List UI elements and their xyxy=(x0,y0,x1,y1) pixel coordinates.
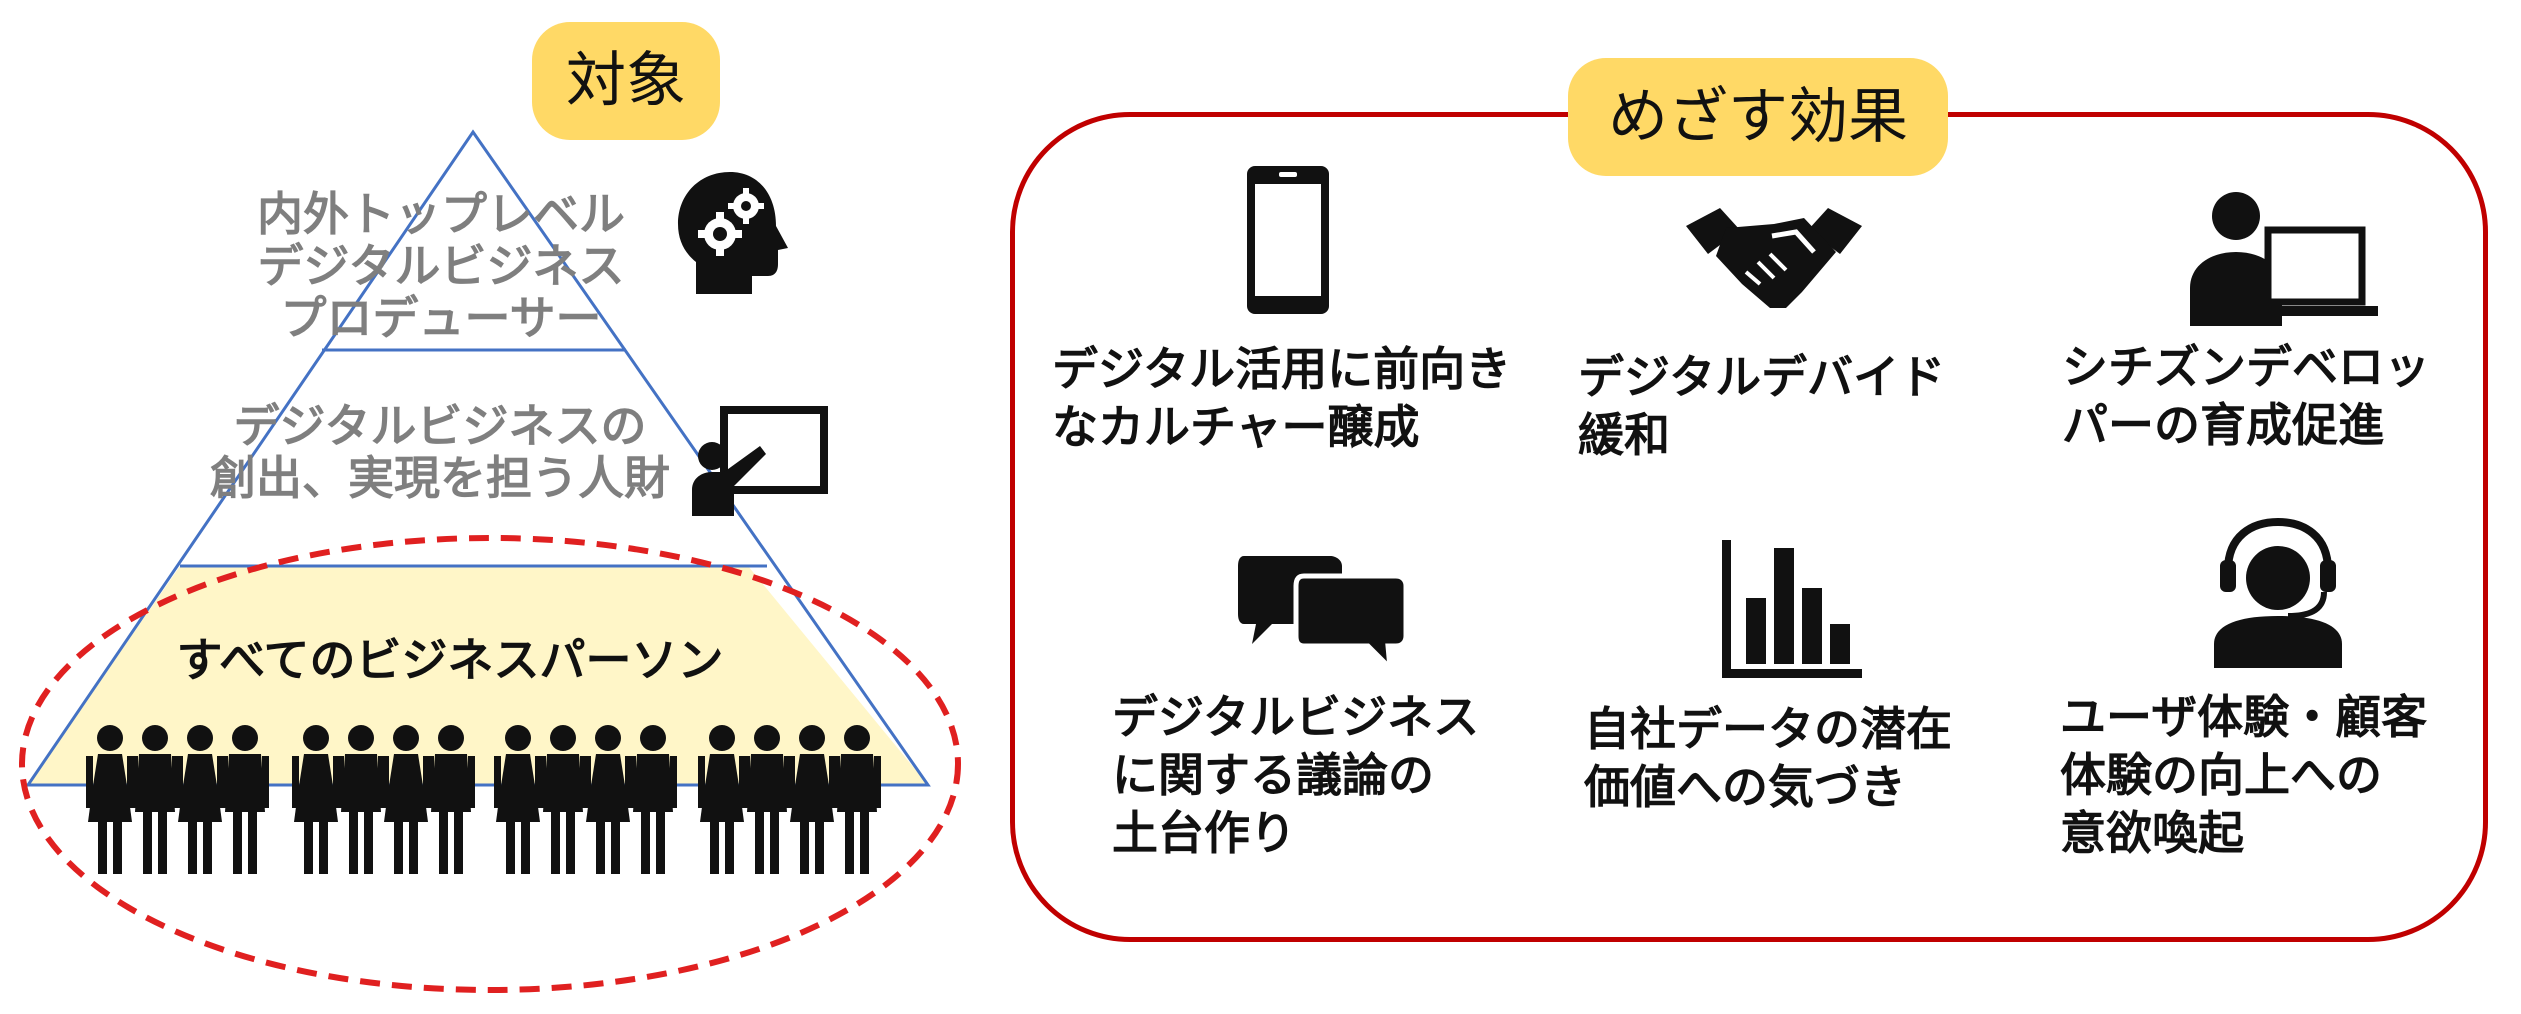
person-figure xyxy=(176,725,224,874)
person-figure xyxy=(494,725,542,874)
effects-badge: めざす効果 xyxy=(1568,58,1948,176)
tier-base-label: すべてのビジネスパーソン xyxy=(176,633,724,687)
person-figure xyxy=(292,725,340,874)
person-figure xyxy=(539,725,587,874)
target-badge: 対象 xyxy=(532,22,720,140)
person-figure xyxy=(743,725,791,874)
people-crowd-icon xyxy=(86,725,881,874)
person-figure xyxy=(131,725,179,874)
chat-bubbles-icon xyxy=(1238,556,1409,675)
person-figure xyxy=(86,725,134,874)
presentation-icon xyxy=(692,406,828,516)
smartphone-icon xyxy=(1247,166,1329,314)
person-figure xyxy=(788,725,836,874)
effect-label-data-value: 自社データの潜在 価値への気づき xyxy=(1584,702,1952,814)
developer-computer-icon xyxy=(2190,192,2378,326)
person-figure xyxy=(629,725,677,874)
person-figure xyxy=(427,725,475,874)
person-figure xyxy=(698,725,746,874)
effect-label-discussion-foundation: デジタルビジネス に関する議論の 土台作り xyxy=(1112,690,1480,860)
effect-label-citizen-developer: シチズンデベロッ パーの育成促進 xyxy=(2062,340,2430,452)
person-figure xyxy=(337,725,385,874)
effect-label-digital-divide: デジタルデバイド 緩和 xyxy=(1578,350,1946,462)
person-figure xyxy=(221,725,269,874)
handshake-icon xyxy=(1686,208,1862,308)
person-figure xyxy=(584,725,632,874)
base-highlight-ellipse xyxy=(19,535,961,993)
effect-label-digital-culture: デジタル活用に前向き なカルチャー醸成 xyxy=(1052,342,1512,454)
head-gears-icon xyxy=(678,172,788,294)
tier-top-label: 内外トップレベル デジタルビジネス プロデューサー xyxy=(257,187,625,345)
tier-middle-label: デジタルビジネスの 創出、実現を担う人財 xyxy=(210,399,670,505)
headset-user-icon xyxy=(2214,517,2342,668)
bar-chart-icon xyxy=(1722,540,1862,678)
effect-label-user-experience: ユーザ体験・顧客 体験の向上への 意欲喚起 xyxy=(2060,690,2428,860)
person-figure xyxy=(382,725,430,874)
person-figure xyxy=(833,725,881,874)
